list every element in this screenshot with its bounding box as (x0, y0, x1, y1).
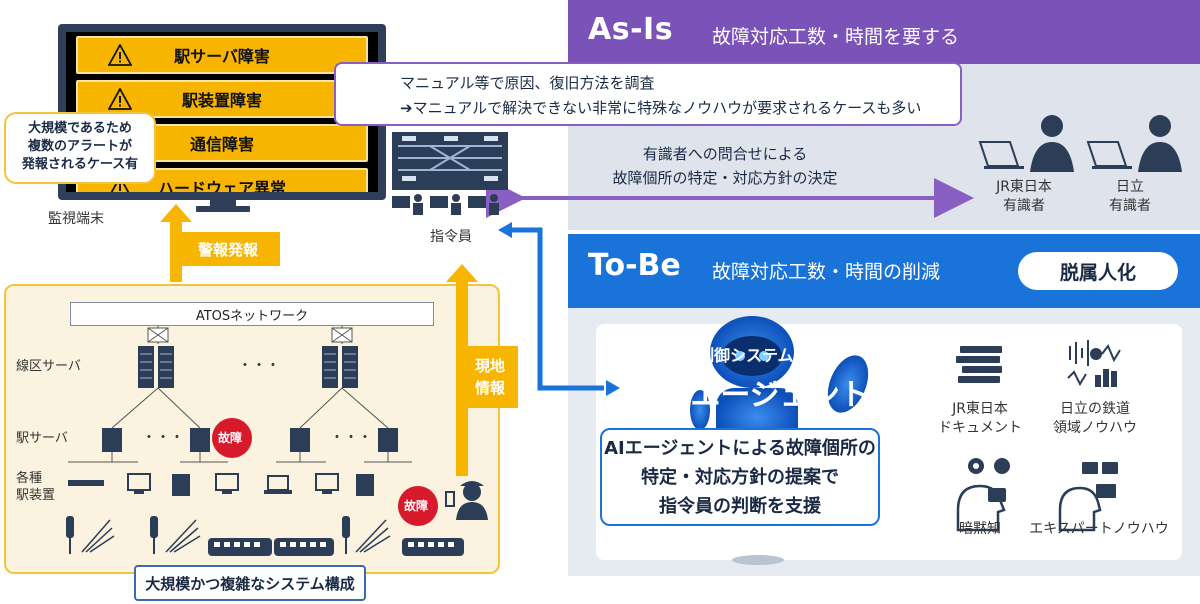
knowledge-hitachi-label: 日立の鉄道 領域ノウハウ (1040, 400, 1150, 438)
station-server-icon (102, 428, 398, 452)
tobe-subtitle: 故障対応工数・時間の削減 (712, 261, 941, 283)
warning-icon (108, 44, 132, 66)
dispatcher-label: 指令員 (430, 229, 472, 245)
devices-label-line: 駅装置 (16, 488, 56, 503)
asis-title: As-Is (588, 12, 674, 47)
asis-description-line: 故障個所の特定・対応方針の決定 (612, 169, 838, 187)
warning-icon (110, 176, 130, 192)
asis-description: 有識者への問合せによる 故障個所の特定・対応方針の決定 (600, 142, 850, 190)
ellipsis: ・・・ (238, 358, 280, 374)
callout-line: 大規模であるため (28, 121, 132, 136)
knowledge-label-line: 日立の鉄道 (1060, 401, 1130, 417)
tobe-title: To-Be (588, 248, 681, 283)
callout-manual: マニュアル等で原因、復旧方法を調査 ➔マニュアルで解決できない非常に特殊なノウハ… (334, 62, 962, 126)
network-lines (68, 326, 412, 463)
ai-agent-prefix: 鉄道制御システム向け (666, 346, 826, 365)
knowledge-label-line: ドキュメント (938, 420, 1022, 436)
track-switch-icon (81, 519, 391, 553)
dispatcher-console-icon (392, 132, 508, 190)
field-worker-icon (445, 481, 488, 520)
knowledge-tacit-label: 暗黙知 (930, 520, 1030, 539)
person-label-line: 有識者 (1109, 198, 1151, 214)
alert-text: ハードウェア異常 (157, 179, 286, 192)
devices-label: 各種 駅装置 (16, 470, 55, 504)
document-stack-icon (956, 346, 1002, 383)
alarm-label: 警報発報 (176, 232, 280, 266)
devices-label-line: 各種 (16, 471, 43, 486)
system-complexity-label: 大規模かつ複雑なシステム構成 (134, 565, 366, 601)
field-info-line: 情報 (474, 379, 505, 397)
callout-manual-line1: マニュアル等で原因、復旧方法を調査 (400, 74, 655, 92)
knowledge-label-line: エキスパートノウハウ (1029, 521, 1169, 537)
warning-icon (108, 88, 132, 110)
ellipsis: ・・・ (142, 430, 184, 446)
atos-network-bar: ATOSネットワーク (70, 302, 434, 326)
ai-support-arrow (512, 227, 604, 391)
ai-agent-name: AIエージェント (656, 378, 870, 413)
device-icon (68, 473, 374, 496)
callout-multiple-alerts: 大規模であるため 複数のアラートが 発報されるケース有 (4, 112, 156, 184)
ellipsis: ・・・ (330, 430, 372, 446)
callout-line: 発報されるケース有 (21, 157, 139, 172)
monitor-label: 監視端末 (48, 211, 104, 227)
fault-label: 故障 (218, 431, 243, 445)
alert-row: 駅サーバ障害 (76, 36, 368, 74)
alert-text: 駅サーバ障害 (174, 47, 270, 66)
knowledge-expert-label: エキスパートノウハウ (1024, 520, 1174, 539)
alert-text: 通信障害 (189, 135, 254, 154)
monitor-base (196, 206, 250, 212)
fault-burst-icon (398, 486, 438, 526)
hitachi-expert-label: 日立 有識者 (1082, 178, 1178, 216)
expert-person-icon (978, 115, 1074, 172)
waveform-chart-icon (1067, 340, 1121, 387)
station-server-label: 駅サーバ (16, 431, 68, 446)
switch-icon (147, 327, 353, 343)
person-label-line: 有識者 (1003, 198, 1045, 214)
callout-manual-line2: ➔マニュアルで解決できない非常に特殊なノウハウが要求されるケースも多い (400, 99, 922, 117)
signal-icon (66, 516, 350, 554)
field-info-label: 現地 情報 (462, 346, 518, 408)
monitor-stand (210, 200, 236, 206)
ai-desc-line: AIエージェントによる故障個所の (604, 437, 876, 459)
alert-text: 駅装置障害 (181, 91, 262, 110)
ai-desc-line: 指令員の判断を支援 (659, 495, 821, 517)
dispatcher-person-icon (392, 194, 499, 215)
de-personalization-badge: 脱属人化 (1018, 252, 1178, 290)
fault-burst-icon (212, 418, 252, 458)
knowledge-jr-docs-label: JR東日本 ドキュメント (930, 400, 1030, 438)
asis-description-line: 有識者への問合せによる (642, 145, 808, 163)
fault-label: 故障 (404, 499, 429, 513)
knowledge-label-line: 暗黙知 (959, 521, 1001, 537)
callout-line: 複数のアラートが (27, 139, 132, 154)
jr-east-expert-label: JR東日本 有識者 (976, 178, 1072, 216)
ai-agent-description: AIエージェントによる故障個所の 特定・対応方針の提案で 指令員の判断を支援 (600, 428, 880, 526)
asis-header (568, 0, 1200, 64)
alert-row: 駅装置障害 (76, 80, 368, 118)
knowledge-label-line: 領域ノウハウ (1053, 420, 1137, 436)
head-gears-icon (956, 458, 1010, 532)
line-server-label: 線区サーバ (16, 359, 81, 374)
person-label-line: JR東日本 (996, 179, 1052, 195)
knowledge-label-line: JR東日本 (952, 401, 1008, 417)
head-books-icon (1058, 462, 1118, 532)
ai-desc-line: 特定・対応方針の提案で (641, 466, 839, 488)
expert-person-icon (1086, 115, 1182, 172)
asis-subtitle: 故障対応工数・時間を要する (712, 26, 960, 48)
field-info-line: 現地 (474, 357, 505, 375)
person-label-line: 日立 (1116, 179, 1144, 195)
